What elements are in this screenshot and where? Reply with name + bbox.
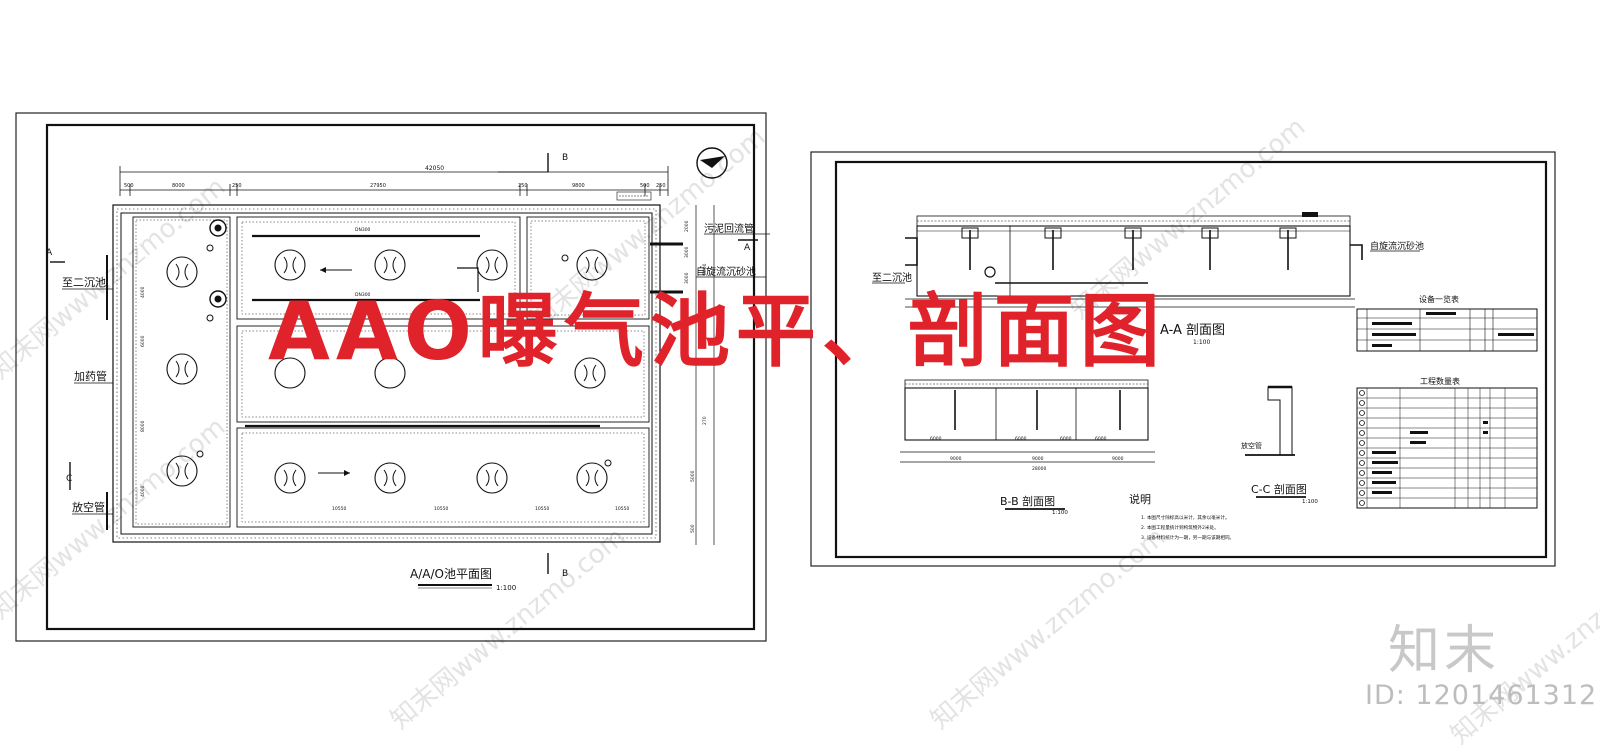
svg-text:9000: 9000 bbox=[1112, 456, 1124, 462]
notes: 说明 1. 本图尺寸除标高以米计，其余以毫米计。 2. 本图工程量统计到构筑物外… bbox=[1129, 492, 1234, 541]
svg-text:1:100: 1:100 bbox=[1302, 499, 1318, 505]
svg-text:500: 500 bbox=[124, 183, 134, 189]
plan-right-annotations: 污泥回流管 自旋流沉砂池 A 2000 3000 3000 8000 270 5… bbox=[140, 205, 770, 545]
plan-scale: 1:100 bbox=[496, 584, 516, 592]
quantity-table-title: 工程数量表 bbox=[1420, 376, 1460, 386]
svg-text:28000: 28000 bbox=[1032, 466, 1046, 472]
svg-text:8000: 8000 bbox=[140, 420, 146, 432]
svg-text:8000: 8000 bbox=[702, 263, 708, 275]
plan-left-annotations: A C 至二沉池 加药管 放空管 bbox=[46, 248, 113, 530]
svg-text:A: A bbox=[46, 248, 53, 258]
svg-text:250: 250 bbox=[656, 183, 666, 189]
section-sheet-inner-frame bbox=[834, 160, 1548, 559]
section-bb: 6000 6000 6000 6000 9000 9000 9000 28000… bbox=[900, 379, 1155, 516]
svg-text:6000: 6000 bbox=[1095, 436, 1107, 442]
svg-text:9000: 9000 bbox=[1032, 456, 1044, 462]
section-mark-b-bottom: B bbox=[547, 553, 568, 579]
svg-text:6000: 6000 bbox=[930, 436, 942, 442]
svg-text:250: 250 bbox=[232, 183, 242, 189]
svg-text:270: 270 bbox=[702, 416, 708, 425]
cc-label-drain: 放空管 bbox=[1241, 441, 1262, 450]
section-aa: 至二沉池 自旋流沉砂池 A-A 剖面图 1:100 bbox=[872, 212, 1424, 346]
brand-logo: 知末 bbox=[1388, 621, 1501, 681]
svg-text:3000: 3000 bbox=[684, 272, 690, 284]
notes-title: 说明 bbox=[1129, 492, 1151, 506]
aa-label-from-grit: 自旋流沉砂池 bbox=[1370, 240, 1424, 252]
note-3: 3. 设备材料统计为一期，另一期与该期相同。 bbox=[1141, 534, 1234, 541]
zone-left bbox=[132, 216, 231, 528]
plan-sheet-outer-frame bbox=[15, 112, 767, 642]
watermark-5: 知末网www.znzmo.com bbox=[925, 522, 1171, 735]
svg-text:A: A bbox=[744, 243, 751, 253]
svg-text:250: 250 bbox=[518, 183, 528, 189]
svg-text:9000: 9000 bbox=[950, 456, 962, 462]
svg-text:5000: 5000 bbox=[690, 470, 696, 482]
section-mark-b-top: B bbox=[498, 153, 568, 173]
watermark-1: 知末网www.znzmo.com bbox=[0, 172, 231, 385]
overlay-title: AAO曝气池平、剖面图 bbox=[268, 285, 1166, 378]
brand-id: ID: 1201461312 bbox=[1365, 680, 1598, 711]
zone-bottom-channel bbox=[236, 427, 650, 528]
section-cc: 放空管 C-C 剖面图 1:100 bbox=[1241, 385, 1318, 505]
svg-text:1:100: 1:100 bbox=[1193, 339, 1210, 346]
label-sludge-return: 污泥回流管 bbox=[704, 222, 754, 235]
plan-tank: DN300 DN300 bbox=[112, 204, 661, 543]
cc-section-title: C-C 剖面图 bbox=[1251, 482, 1307, 496]
note-1: 1. 本图尺寸除标高以米计，其余以毫米计。 bbox=[1141, 514, 1230, 521]
svg-text:10550: 10550 bbox=[332, 506, 346, 512]
section-sheet-outer-frame bbox=[810, 151, 1556, 567]
svg-text:500: 500 bbox=[640, 183, 650, 189]
section-sheet: 至二沉池 自旋流沉砂池 A-A 剖面图 1:100 6000 6000 bbox=[810, 151, 1556, 567]
svg-text:9800: 9800 bbox=[572, 183, 585, 189]
equipment-table-title: 设备一览表 bbox=[1419, 294, 1459, 304]
svg-text:3000: 3000 bbox=[684, 246, 690, 258]
svg-text:B: B bbox=[562, 153, 568, 163]
svg-text:B: B bbox=[562, 569, 568, 579]
note-2: 2. 本图工程量统计到构筑物外2米处。 bbox=[1141, 524, 1219, 531]
svg-text:1:100: 1:100 bbox=[1052, 510, 1068, 516]
svg-text:2000: 2000 bbox=[684, 220, 690, 232]
svg-text:4000: 4000 bbox=[140, 485, 146, 497]
plan-top-dimensions: 42050 500 8000 250 27950 250 9800 500 25… bbox=[119, 165, 669, 201]
tank-outer-wall bbox=[112, 204, 661, 543]
label-to-grit: 自旋流沉砂池 bbox=[696, 265, 756, 278]
svg-text:DN300: DN300 bbox=[355, 292, 371, 298]
svg-text:10550: 10550 bbox=[434, 506, 448, 512]
watermark-2: 知末网www.znzmo.com bbox=[0, 412, 231, 625]
zone-top-channel bbox=[236, 216, 521, 320]
quantity-table: 工程数量表 bbox=[1356, 376, 1538, 509]
aa-label-to-secondary: 至二沉池 bbox=[872, 271, 912, 284]
svg-text:6000: 6000 bbox=[1015, 436, 1027, 442]
mixer-icon bbox=[166, 249, 608, 494]
label-drain-pipe: 放空管 bbox=[72, 500, 105, 514]
svg-text:27950: 27950 bbox=[370, 183, 386, 189]
aa-section-label: A-A 剖面图 bbox=[1160, 323, 1225, 338]
plan-title: A/A/O池平面图 bbox=[410, 567, 492, 581]
svg-text:DN300: DN300 bbox=[355, 227, 371, 233]
bb-section-title: B-B 剖面图 bbox=[1000, 494, 1055, 508]
north-arrow-icon bbox=[696, 147, 728, 179]
svg-text:10550: 10550 bbox=[615, 506, 629, 512]
svg-text:6000: 6000 bbox=[1060, 436, 1072, 442]
svg-text:C: C bbox=[66, 474, 72, 484]
label-dosing-pipe: 加药管 bbox=[74, 369, 107, 383]
zone-mid-channel bbox=[236, 325, 650, 423]
label-to-secondary: 至二沉池 bbox=[62, 276, 106, 289]
svg-text:10550: 10550 bbox=[535, 506, 549, 512]
watermarks: 知末网www.znzmo.com 知末网www.znzmo.com 知末网www… bbox=[0, 112, 1600, 749]
tank-inner-wall bbox=[120, 212, 653, 535]
plan-sheet-inner-frame bbox=[45, 123, 756, 631]
svg-text:4000: 4000 bbox=[140, 286, 146, 298]
svg-text:6000: 6000 bbox=[140, 335, 146, 347]
dim-total: 42050 bbox=[425, 165, 444, 172]
svg-text:8000: 8000 bbox=[172, 183, 185, 189]
svg-text:500: 500 bbox=[690, 524, 696, 533]
equipment-table: 设备一览表 bbox=[1356, 294, 1538, 352]
plan-sheet: B B 42050 500 8000 250 27950 250 9800 bbox=[15, 112, 770, 642]
